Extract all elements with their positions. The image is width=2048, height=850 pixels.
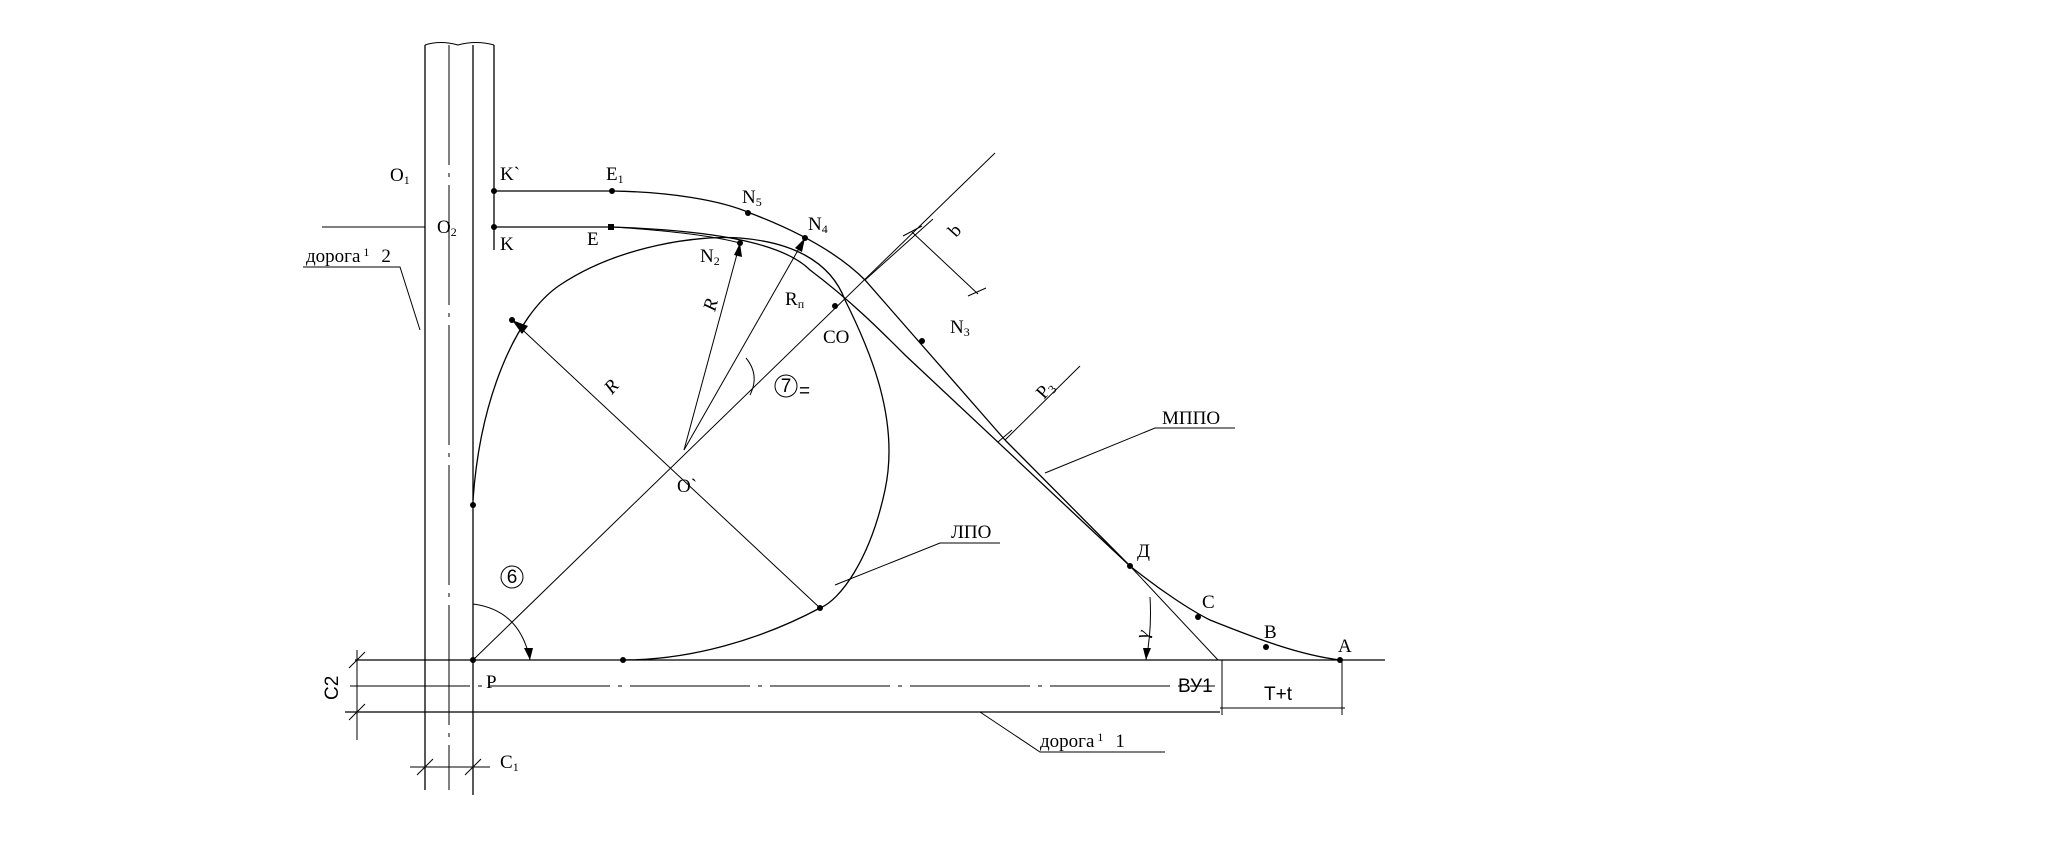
label-e1: E1 <box>606 164 624 186</box>
point-n3 <box>919 338 925 344</box>
label-k-prime: K` <box>500 164 520 185</box>
outer-ramp-upper <box>494 190 1006 441</box>
point-co <box>832 303 838 309</box>
point-n5 <box>745 210 751 216</box>
mark-7-circle <box>774 374 798 398</box>
road-2-vertical <box>424 42 495 795</box>
dim-c1-tick-1 <box>416 758 434 776</box>
label-mppo: МППО <box>1162 408 1220 429</box>
perpendicular-axis <box>511 319 821 609</box>
label-c1: C1 <box>500 752 519 774</box>
points <box>470 188 1343 663</box>
label-n4: N4 <box>808 214 828 236</box>
label-rp: Rп <box>785 289 805 311</box>
leader-lpo <box>834 542 1000 586</box>
label-e: E <box>587 229 599 250</box>
dim-c2-tick-2 <box>348 703 366 721</box>
label-r-diag: R <box>699 296 723 314</box>
dim-b-tick-2 <box>967 287 987 297</box>
loop-top-segment <box>611 226 741 244</box>
label-gamma: γ <box>1131 627 1154 642</box>
dim-c2-tick-1 <box>348 651 366 669</box>
label-t-plus-t: T+t <box>1264 684 1293 705</box>
radius-to-n4 <box>683 237 806 451</box>
dim-b-line <box>911 231 979 295</box>
leader-road1 <box>979 711 1165 753</box>
label-o1: O1 <box>390 165 410 187</box>
dimension-p3 <box>997 365 1081 443</box>
road-2-top-break <box>424 42 495 46</box>
point-k <box>491 224 497 230</box>
outer-ramp-lower <box>1004 439 1341 661</box>
road-1-horizontal <box>345 659 1385 713</box>
dimension-c2 <box>348 650 366 740</box>
label-mark-6: 6 <box>507 567 518 588</box>
label-d: Д <box>1137 541 1150 562</box>
point-c <box>1195 614 1201 620</box>
label-n2: N2 <box>700 246 720 268</box>
mark-6-circle <box>500 565 524 589</box>
dimension-t-plus-t <box>1220 660 1345 715</box>
gamma-arrow <box>1143 648 1151 660</box>
label-mark-7: 7 <box>781 376 792 397</box>
dim-b-tick-1 <box>902 225 923 237</box>
dimension-c1 <box>410 758 490 776</box>
dim-p3-tick <box>997 429 1013 443</box>
dimension-b <box>864 218 987 297</box>
label-k: K <box>500 234 514 255</box>
label-a: A <box>1338 636 1352 657</box>
angle-6-arrow <box>524 648 533 660</box>
outer-ramp-inner <box>494 226 1131 567</box>
angle-arc-o <box>745 357 755 396</box>
radius-to-n2 <box>683 242 741 451</box>
label-c2: C2 <box>322 676 343 700</box>
label-c: C <box>1202 592 1215 613</box>
point-p <box>470 657 476 663</box>
label-n5: N5 <box>742 187 762 209</box>
point-n2 <box>737 240 743 246</box>
label-r-left: R <box>599 375 623 399</box>
label-b-dim: b <box>944 220 966 241</box>
arrowhead-n2 <box>734 243 742 257</box>
label-o-prime: O` <box>677 476 697 497</box>
vu1-line <box>1129 565 1219 661</box>
label-p: P <box>486 672 497 693</box>
point-k-prime <box>491 188 497 194</box>
point-loop-left <box>470 502 476 508</box>
leader-mppo <box>1044 427 1235 474</box>
label-co: CO <box>823 327 849 348</box>
label-vu1: ВУ1 <box>1178 676 1213 697</box>
point-b <box>1263 644 1269 650</box>
leader-road2 <box>303 266 421 331</box>
label-o2: O2 <box>437 217 457 239</box>
point-e <box>608 224 614 230</box>
label-lpo: ЛПО <box>951 522 991 543</box>
label-b: B <box>1264 622 1277 643</box>
point-n4 <box>802 235 808 241</box>
dim-p3-line <box>1004 365 1081 441</box>
arrowhead-r-left <box>512 320 528 334</box>
point-loop-start <box>620 657 626 663</box>
point-d <box>1127 563 1133 569</box>
label-p3: P3 <box>1032 377 1059 404</box>
point-loop-bottom <box>817 605 823 611</box>
diagonal-axis <box>472 152 996 661</box>
point-e1 <box>609 188 615 194</box>
point-a <box>1337 657 1343 663</box>
dim-b-ext-1 <box>864 218 934 281</box>
arrowhead-n4 <box>795 238 805 252</box>
label-mark-7-suffix: = <box>799 381 810 402</box>
loop-ramp-lpo <box>472 236 890 661</box>
label-n3: N3 <box>950 317 970 339</box>
point-r-left <box>509 317 515 323</box>
dim-c1-tick-2 <box>464 758 482 776</box>
